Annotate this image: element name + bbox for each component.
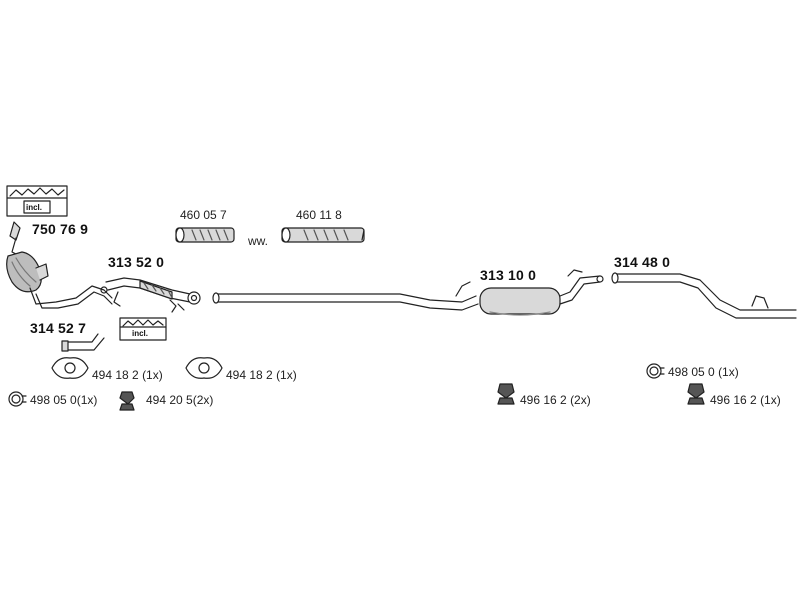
catalyst-part xyxy=(6,221,113,309)
rubber-mount-icon xyxy=(687,383,705,405)
part-number-rear-pipe: 314 48 0 xyxy=(614,254,671,270)
mounting-kit-icon xyxy=(6,185,68,217)
middle-silencer-part xyxy=(455,269,604,316)
flex-pipe-2-part xyxy=(281,227,365,243)
rubber-mount-icon xyxy=(119,391,135,411)
gasket-icon xyxy=(51,357,89,379)
accessory-rubber-mount-3: 496 16 2 (1x) xyxy=(710,393,781,407)
front-pipe-part xyxy=(105,277,201,313)
kit-label-2: incl. xyxy=(132,329,149,338)
clamp-ring-icon xyxy=(8,391,27,407)
mounting-kit-icon xyxy=(119,317,167,341)
kit-label-1: incl. xyxy=(26,203,43,212)
part-number-middle-silencer: 313 10 0 xyxy=(480,267,537,283)
part-number-connector-pipe: 314 52 7 xyxy=(30,320,87,336)
gasket-icon xyxy=(185,357,223,379)
intermediate-pipe-part xyxy=(212,292,479,311)
rear-pipe-part xyxy=(611,272,797,319)
clamp-ring-icon xyxy=(646,363,665,379)
flex-pipe-1-part xyxy=(175,227,235,243)
connector-pipe-part xyxy=(61,333,105,352)
alternative-marker: ww. xyxy=(248,234,269,248)
rubber-mount-icon xyxy=(497,383,515,405)
accessory-gasket-1: 494 18 2 (1x) xyxy=(92,368,163,382)
accessory-clamp-1: 498 05 0(1x) xyxy=(30,393,98,407)
accessory-clamp-2: 498 05 0 (1x) xyxy=(668,365,739,379)
accessory-rubber-mount-2: 496 16 2 (2x) xyxy=(520,393,591,407)
accessory-rubber-mount-1: 494 20 5(2x) xyxy=(146,393,214,407)
part-number-front-pipe: 313 52 0 xyxy=(108,254,165,270)
accessory-gasket-2: 494 18 2 (1x) xyxy=(226,368,297,382)
part-number-flex-pipe-2: 460 11 8 xyxy=(296,208,342,222)
part-number-catalyst: 750 76 9 xyxy=(32,221,89,237)
part-number-flex-pipe-1: 460 05 7 xyxy=(180,208,227,222)
